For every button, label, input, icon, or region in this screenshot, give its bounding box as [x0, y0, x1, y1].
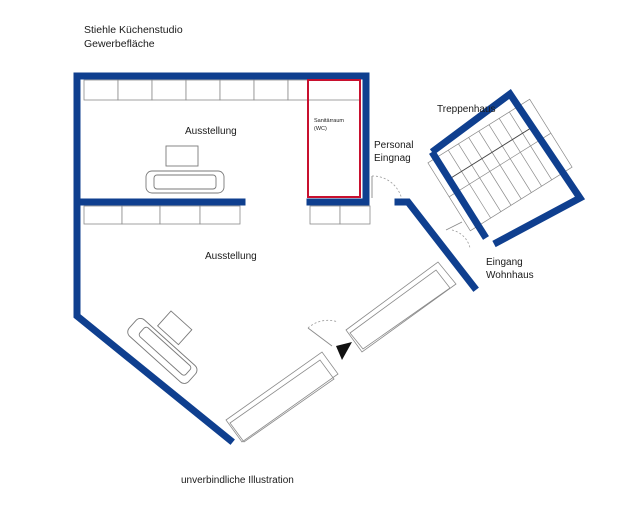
- top-cabinet-row: [83, 79, 361, 101]
- room-label-ausstellung-lower: Ausstellung: [205, 251, 257, 262]
- room-label-sanitaer-line2: (WC): [314, 126, 327, 132]
- entrance-label-wohnhaus-line1: Eingang: [486, 257, 523, 268]
- entrance-label-personal-line2: Eingnag: [374, 153, 411, 164]
- door-leaves: [307, 176, 463, 347]
- entrance-arrow-icon: [336, 342, 352, 360]
- exterior-walls: [73, 72, 479, 445]
- sofa-lower: [127, 310, 198, 384]
- footer-disclaimer: unverbindliche Illustration: [181, 475, 294, 486]
- sanitary-room-outline: [307, 79, 361, 198]
- sofa-upper: [145, 145, 225, 194]
- front-window-units: [225, 261, 457, 443]
- room-label-treppenhaus: Treppenhaus: [437, 104, 496, 115]
- stairwell-walls: [429, 89, 586, 248]
- title-line2: Gewerbefläche: [84, 38, 155, 50]
- middle-cabinet-row: [83, 205, 371, 225]
- room-label-ausstellung-upper: Ausstellung: [185, 126, 237, 137]
- entrance-label-wohnhaus-line2: Wohnhaus: [486, 270, 534, 281]
- room-label-sanitaer-line1: Sanitärraum: [314, 118, 344, 124]
- door-swings: [307, 175, 471, 329]
- entrance-label-personal-line1: Personal: [374, 140, 414, 151]
- title-line1: Stiehle Küchenstudio: [84, 24, 183, 36]
